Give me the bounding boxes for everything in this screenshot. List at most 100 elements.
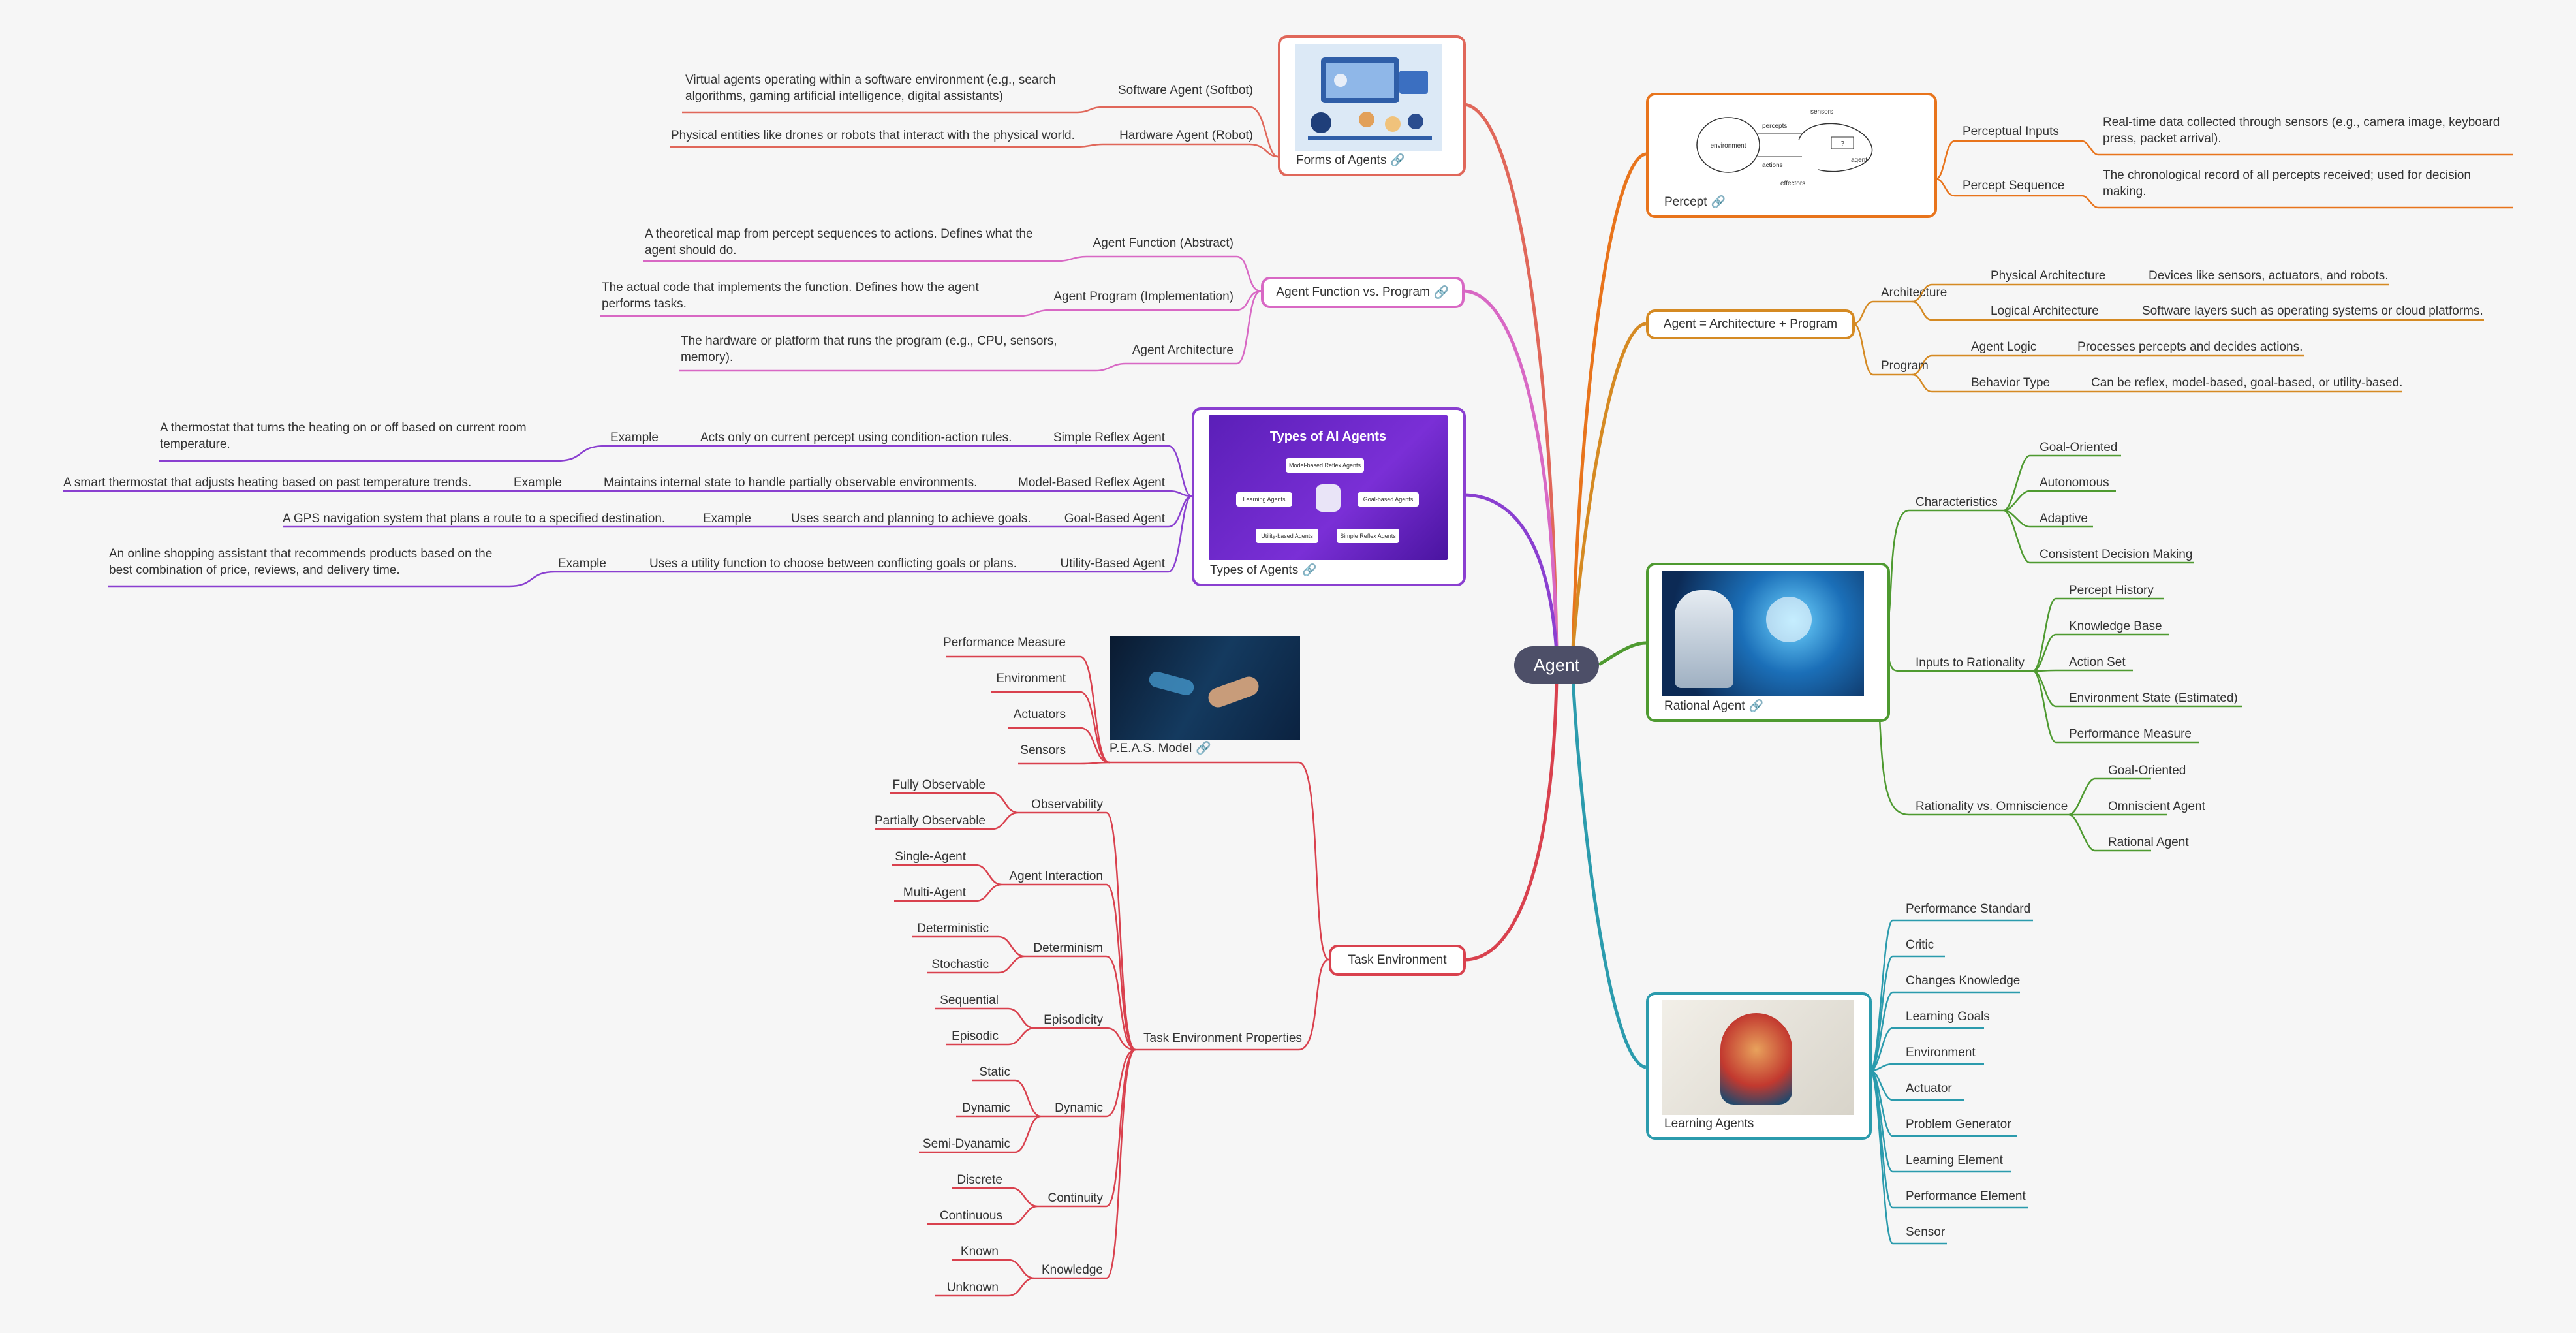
logical-architecture-node[interactable]: Logical Architecture [1991,304,2099,318]
omniscience-omniscient-agent[interactable]: Omniscient Agent [2108,800,2205,813]
goal-based-agent-node[interactable]: Goal-Based Agent [1064,512,1165,525]
learning-learning-element[interactable]: Learning Element [1906,1153,2003,1167]
diagram-agent: agent [1851,157,1867,164]
model-based-reflex-agent-node[interactable]: Model-Based Reflex Agent [1018,476,1165,490]
link-icon[interactable]: 🔗 [1711,195,1726,208]
characteristic-consistent-decision-making[interactable]: Consistent Decision Making [2040,548,2193,561]
percept-sequence-node[interactable]: Percept Sequence [1963,179,2065,193]
input-action-set[interactable]: Action Set [2069,655,2126,669]
partially-observable-node[interactable]: Partially Observable [874,814,985,828]
perceptual-inputs-node[interactable]: Perceptual Inputs [1963,125,2059,138]
static-node[interactable]: Static [979,1065,1010,1079]
sequential-node[interactable]: Sequential [940,994,999,1007]
link-icon[interactable]: 🔗 [1748,699,1764,712]
characteristic-goal-oriented[interactable]: Goal-Oriented [2040,441,2118,454]
dynamic-group-node[interactable]: Dynamic [1055,1101,1103,1115]
peas-performance-measure[interactable]: Performance Measure [943,636,1066,650]
types-of-agents-card[interactable]: Types of AI Agents Model-based Reflex Ag… [1192,407,1466,586]
hardware-agent-node[interactable]: Hardware Agent (Robot) [1119,129,1253,142]
edge-root-types [1464,493,1559,653]
link-icon[interactable]: 🔗 [1196,742,1212,755]
task-environment-node[interactable]: Task Environment [1329,945,1466,976]
digital-hand-icon [1147,670,1196,697]
utility-based-agent-node[interactable]: Utility-Based Agent [1060,557,1165,571]
peas-environment[interactable]: Environment [996,672,1066,685]
multi-agent-node[interactable]: Multi-Agent [903,886,966,900]
learning-learning-goals[interactable]: Learning Goals [1906,1010,1990,1024]
agent-logic-node[interactable]: Agent Logic [1971,340,2037,354]
percept-card[interactable]: environment percepts actions ? sensors a… [1646,93,1937,218]
agent-interaction-node[interactable]: Agent Interaction [1009,870,1103,883]
simple-reflex-agent-node[interactable]: Simple Reflex Agent [1053,431,1165,445]
percept-sequence-description: The chronological record of all percepts… [2103,168,2471,198]
learning-sensor[interactable]: Sensor [1906,1225,1946,1239]
physical-architecture-description: Devices like sensors, actuators, and rob… [2149,269,2389,283]
learning-performance-standard[interactable]: Performance Standard [1906,902,2031,916]
behavior-type-node[interactable]: Behavior Type [1971,376,2051,390]
task-environment-properties-node[interactable]: Task Environment Properties [1143,1031,1302,1045]
peas-actuators[interactable]: Actuators [1013,708,1066,721]
single-agent-node[interactable]: Single-Agent [895,850,966,864]
inputs-to-rationality-node[interactable]: Inputs to Rationality [1916,656,2025,670]
learning-changes-knowledge[interactable]: Changes Knowledge [1906,974,2021,988]
observability-node[interactable]: Observability [1031,798,1103,811]
link-icon[interactable]: 🔗 [1390,153,1405,166]
behavior-type-description: Can be reflex, model-based, goal-based, … [2091,376,2403,390]
omniscience-goal-oriented[interactable]: Goal-Oriented [2108,764,2186,777]
edge-root-learning [1571,678,1647,1069]
determinism-node[interactable]: Determinism [1033,941,1103,955]
agent-function-node[interactable]: Agent Function (Abstract) [1093,236,1234,250]
input-knowledge-base[interactable]: Knowledge Base [2069,619,2162,633]
characteristics-node[interactable]: Characteristics [1916,495,1998,509]
deterministic-node[interactable]: Deterministic [917,922,989,935]
known-node[interactable]: Known [960,1245,999,1259]
input-environment-state[interactable]: Environment State (Estimated) [2069,691,2238,705]
learning-agents-card[interactable]: Learning Agents [1646,992,1872,1140]
rational-agent-card[interactable]: Rational Agent🔗 [1646,563,1890,722]
characteristic-autonomous[interactable]: Autonomous [2040,476,2109,490]
robot-icon [1675,590,1733,688]
agent-program-node[interactable]: Agent Program (Implementation) [1053,290,1234,304]
learning-problem-generator[interactable]: Problem Generator [1906,1118,2011,1131]
unknown-node[interactable]: Unknown [946,1281,999,1294]
architecture-node[interactable]: Architecture [1881,286,1948,300]
image-label-simple-reflex: Simple Reflex Agents [1337,529,1399,543]
forms-of-agents-card[interactable]: Forms of Agents🔗 [1278,35,1466,176]
semi-dynamic-node[interactable]: Semi-Dyanamic [922,1137,1010,1151]
input-performance-measure[interactable]: Performance Measure [2069,727,2192,741]
link-icon[interactable]: 🔗 [1433,286,1450,300]
input-percept-history[interactable]: Percept History [2069,584,2154,597]
program-node[interactable]: Program [1881,359,1929,373]
physical-architecture-node[interactable]: Physical Architecture [1991,269,2106,283]
peas-sensors[interactable]: Sensors [1020,744,1066,757]
ai-head-icon [1720,1013,1792,1105]
stochastic-node[interactable]: Stochastic [931,958,989,971]
forms-of-agents-illustration [1295,44,1442,151]
fully-observable-node[interactable]: Fully Observable [892,778,985,792]
rationality-vs-omniscience-node[interactable]: Rationality vs. Omniscience [1916,800,2068,813]
link-icon[interactable]: 🔗 [1302,563,1317,576]
discrete-node[interactable]: Discrete [957,1173,1002,1187]
image-label-goal-based: Goal-based Agents [1358,492,1419,507]
learning-environment[interactable]: Environment [1906,1046,1976,1059]
learning-critic[interactable]: Critic [1906,938,1934,952]
knowledge-node[interactable]: Knowledge [1041,1263,1103,1277]
learning-performance-element[interactable]: Performance Element [1906,1189,2026,1203]
episodicity-node[interactable]: Episodicity [1044,1013,1103,1027]
goal-based-description: Uses search and planning to achieve goal… [791,512,1031,525]
peas-model-illustration [1110,636,1300,740]
continuous-node[interactable]: Continuous [939,1209,1002,1223]
characteristic-adaptive[interactable]: Adaptive [2040,512,2088,525]
dynamic-node[interactable]: Dynamic [962,1101,1010,1115]
continuity-node[interactable]: Continuity [1047,1191,1104,1205]
episodic-node[interactable]: Episodic [952,1029,999,1043]
agent-function-vs-program-node[interactable]: Agent Function vs. Program🔗 [1261,277,1465,308]
architecture-plus-program-node[interactable]: Agent = Architecture + Program [1646,309,1855,339]
agent-architecture-node[interactable]: Agent Architecture [1132,343,1234,357]
omniscience-rational-agent[interactable]: Rational Agent [2108,836,2189,849]
software-agent-node[interactable]: Software Agent (Softbot) [1117,84,1253,97]
learning-actuator[interactable]: Actuator [1906,1082,1952,1095]
root-node[interactable]: Agent [1514,646,1599,684]
utility-based-description: Uses a utility function to choose betwee… [649,557,1017,571]
hand-icon [1205,674,1262,710]
